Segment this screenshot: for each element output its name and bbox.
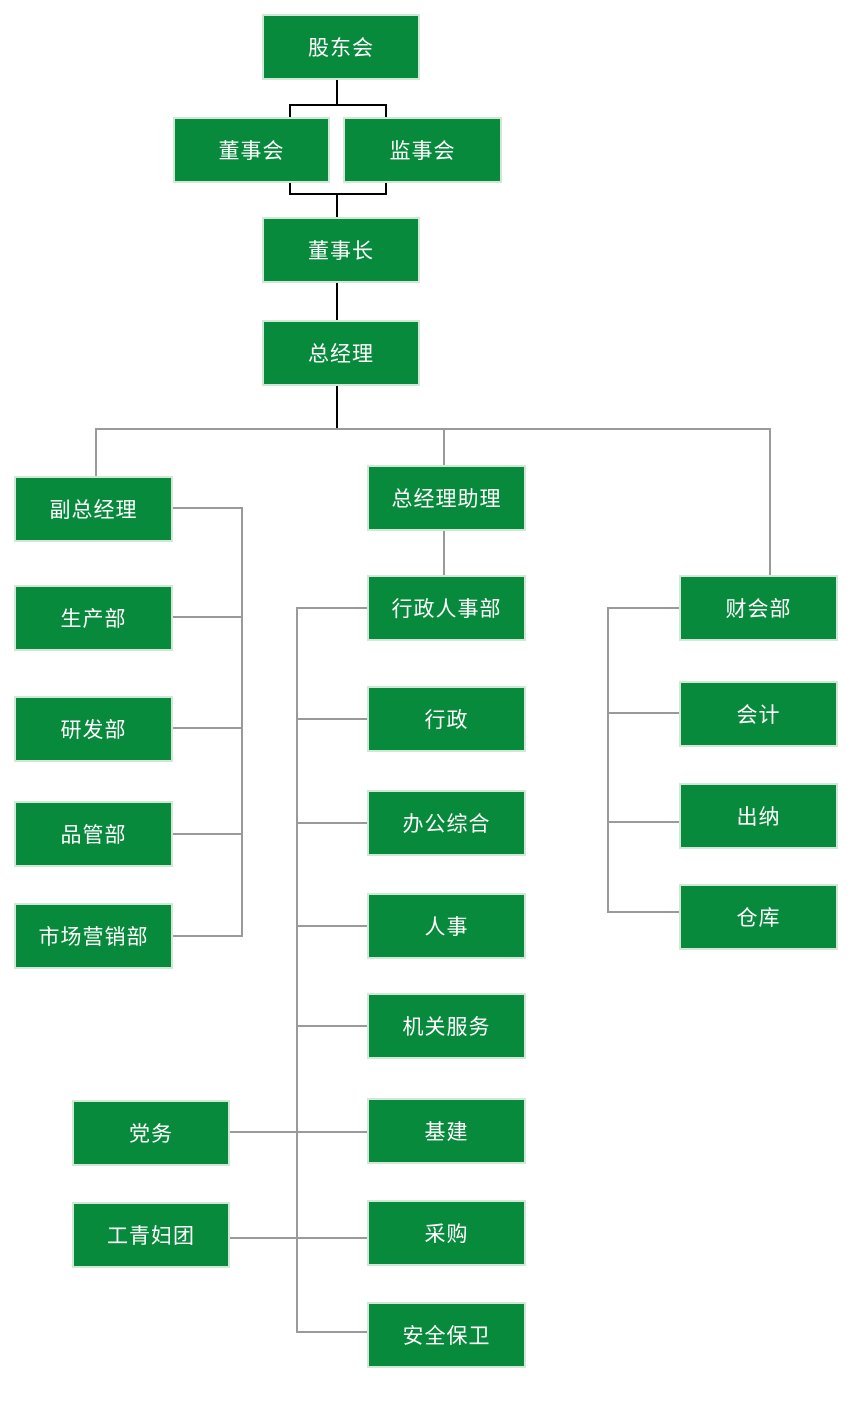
connector	[296, 925, 367, 927]
connector	[336, 283, 338, 321]
connector	[336, 386, 338, 429]
connector	[607, 607, 679, 609]
node-infrastructure: 基建	[367, 1098, 526, 1164]
node-marketing-dept: 市场营销部	[14, 903, 173, 969]
connector	[173, 507, 241, 509]
connector	[607, 712, 679, 714]
node-board-of-directors: 董事会	[173, 117, 330, 183]
connector	[230, 1237, 367, 1239]
connector	[296, 1025, 367, 1027]
connector	[336, 193, 338, 218]
connector	[289, 104, 387, 106]
connector	[296, 1331, 367, 1333]
node-personnel: 人事	[367, 893, 526, 959]
node-finance-dept: 财会部	[679, 575, 838, 641]
connector	[443, 531, 445, 575]
connector	[769, 428, 771, 575]
node-warehouse: 仓库	[679, 884, 838, 950]
connector	[607, 911, 679, 913]
node-deputy-general-manager: 副总经理	[14, 476, 173, 542]
connector	[230, 1131, 367, 1133]
connector	[336, 80, 338, 105]
connector	[607, 607, 609, 913]
node-chairman: 董事长	[262, 217, 420, 283]
connector	[173, 727, 241, 729]
node-party-affairs: 党务	[72, 1100, 230, 1166]
connector	[95, 428, 97, 476]
connector	[385, 182, 387, 195]
node-agency-services: 机关服务	[367, 993, 526, 1059]
connector	[296, 607, 298, 1333]
node-general-manager: 总经理	[262, 320, 420, 386]
node-union-youth-women: 工青妇团	[72, 1202, 230, 1268]
node-supervisory-board: 监事会	[343, 117, 502, 183]
node-security: 安全保卫	[367, 1302, 526, 1368]
connector	[296, 607, 367, 609]
connector	[173, 935, 241, 937]
connector	[296, 718, 367, 720]
connector	[241, 507, 243, 937]
connector	[443, 428, 445, 465]
node-quality-dept: 品管部	[14, 801, 173, 867]
node-administration: 行政	[367, 686, 526, 752]
connector	[385, 104, 387, 118]
node-production-dept: 生产部	[14, 585, 173, 651]
node-cashier: 出纳	[679, 783, 838, 849]
connector	[607, 821, 679, 823]
node-accounting: 会计	[679, 681, 838, 747]
node-shareholders-meeting: 股东会	[262, 14, 420, 80]
node-admin-hr-dept: 行政人事部	[367, 575, 526, 641]
connector	[289, 104, 291, 118]
connector	[289, 193, 387, 195]
connector	[289, 182, 291, 195]
connector	[173, 616, 241, 618]
connector	[296, 822, 367, 824]
node-procurement: 采购	[367, 1200, 526, 1266]
node-office-general: 办公综合	[367, 790, 526, 856]
connector	[95, 428, 771, 430]
node-gm-assistant: 总经理助理	[367, 465, 526, 531]
node-rnd-dept: 研发部	[14, 696, 173, 762]
connector	[173, 833, 241, 835]
